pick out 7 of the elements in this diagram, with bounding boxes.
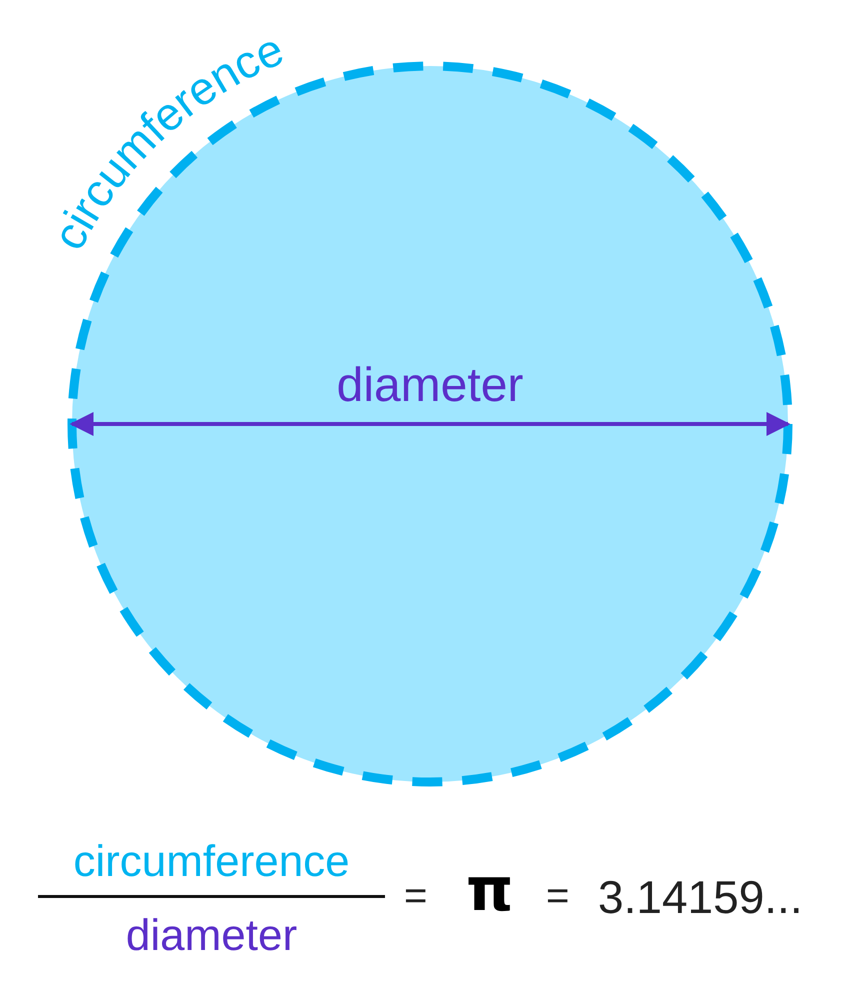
value-label: 3.14159... — [598, 874, 803, 920]
equals-sign: = — [546, 876, 570, 916]
equals-sign: = — [404, 876, 428, 916]
pi-symbol: π — [466, 860, 514, 920]
diameter-label: diameter — [336, 362, 524, 410]
denominator-label: diameter — [124, 914, 298, 958]
numerator-label: circumference — [72, 840, 351, 884]
